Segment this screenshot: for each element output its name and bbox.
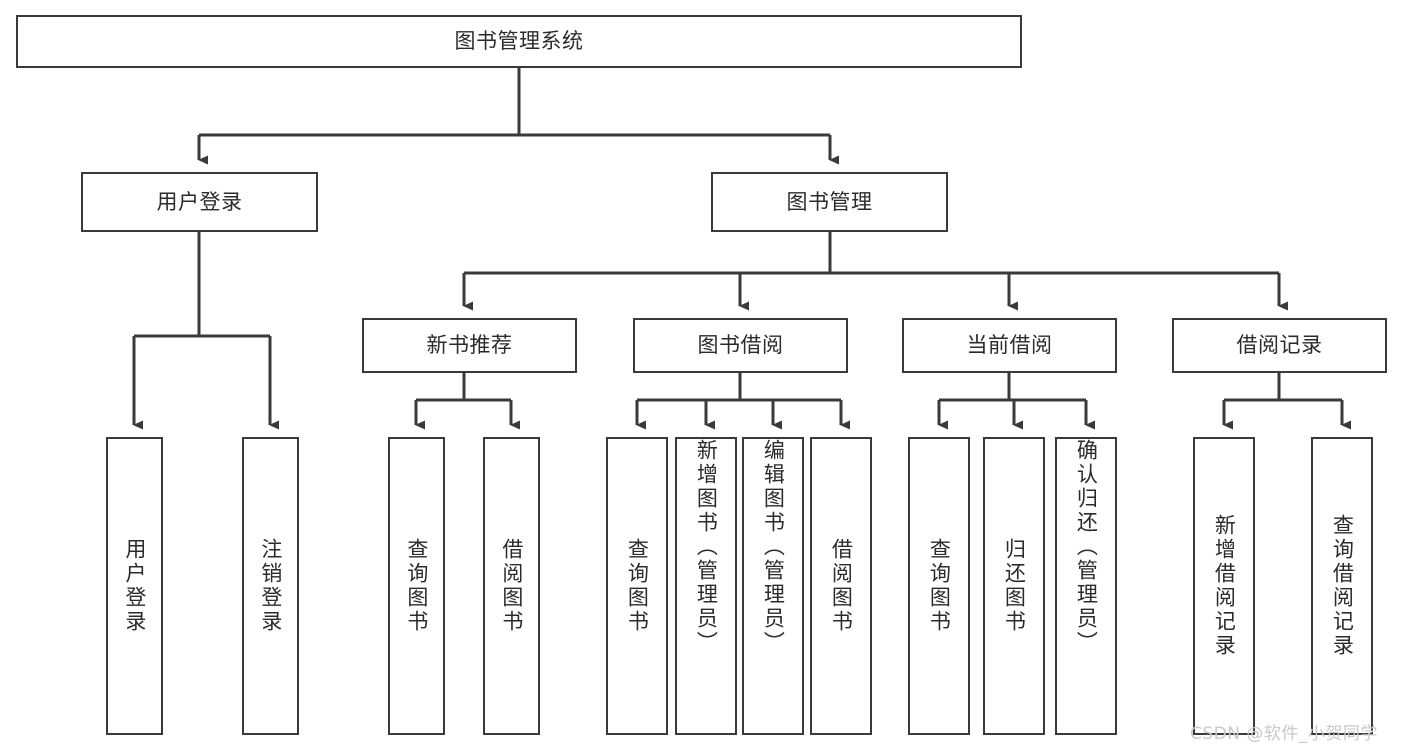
watermark-text: CSDN @软件_小贺同学 [1190, 724, 1378, 744]
leaf-borrow-book[interactable]: 借阅图书 [810, 437, 872, 735]
leaf-query-book-current-label: 查询图书 [927, 538, 952, 634]
leaf-add-borrow-record[interactable]: 新增借阅记录 [1193, 437, 1255, 735]
leaf-user-logout-label: 注销登录 [258, 538, 283, 634]
leaf-borrow-book-label: 借阅图书 [829, 538, 854, 634]
leaf-query-borrow-record-label: 查询借阅记录 [1330, 514, 1355, 658]
leaf-query-book-current[interactable]: 查询图书 [908, 437, 970, 735]
leaf-return-book-label: 归还图书 [1002, 538, 1027, 634]
leaf-add-borrow-record-label: 新增借阅记录 [1212, 514, 1237, 658]
leaf-return-book[interactable]: 归还图书 [983, 437, 1045, 735]
node-user-login[interactable]: 用户登录 [81, 172, 318, 232]
node-current-borrow[interactable]: 当前借阅 [902, 318, 1117, 373]
leaf-query-book-borrow-label: 查询图书 [625, 538, 650, 634]
leaf-add-book-admin[interactable]: 新增图书（管理员） [675, 437, 737, 735]
node-root-system[interactable]: 图书管理系统 [16, 15, 1022, 68]
node-user-login-label: 用户登录 [156, 189, 243, 214]
leaf-borrow-book-rec[interactable]: 借阅图书 [483, 437, 540, 735]
node-new-book-rec[interactable]: 新书推荐 [362, 318, 577, 373]
node-current-borrow-label: 当前借阅 [966, 333, 1053, 358]
leaf-user-login-label: 用户登录 [122, 538, 147, 634]
node-book-borrow-label: 图书借阅 [697, 333, 784, 358]
leaf-borrow-book-rec-label: 借阅图书 [499, 538, 524, 634]
leaf-query-borrow-record[interactable]: 查询借阅记录 [1311, 437, 1373, 735]
leaf-query-book-borrow[interactable]: 查询图书 [606, 437, 668, 735]
node-book-borrow[interactable]: 图书借阅 [633, 318, 848, 373]
leaf-confirm-return-admin-label: 确认归还（管理员） [1074, 439, 1099, 655]
leaf-add-book-admin-label: 新增图书（管理员） [694, 439, 719, 655]
node-root-label: 图书管理系统 [454, 29, 584, 54]
node-new-book-rec-label: 新书推荐 [426, 333, 513, 358]
node-book-manage-label: 图书管理 [786, 189, 873, 214]
leaf-edit-book-admin[interactable]: 编辑图书（管理员） [742, 437, 804, 735]
leaf-query-book-rec-label: 查询图书 [404, 538, 429, 634]
leaf-query-book-rec[interactable]: 查询图书 [388, 437, 445, 735]
leaf-confirm-return-admin[interactable]: 确认归还（管理员） [1055, 437, 1117, 735]
leaf-edit-book-admin-label: 编辑图书（管理员） [761, 439, 786, 655]
leaf-user-logout[interactable]: 注销登录 [242, 437, 299, 735]
leaf-user-login[interactable]: 用户登录 [106, 437, 163, 735]
node-borrow-record[interactable]: 借阅记录 [1172, 318, 1387, 373]
node-borrow-record-label: 借阅记录 [1236, 333, 1323, 358]
node-book-manage[interactable]: 图书管理 [711, 172, 948, 232]
